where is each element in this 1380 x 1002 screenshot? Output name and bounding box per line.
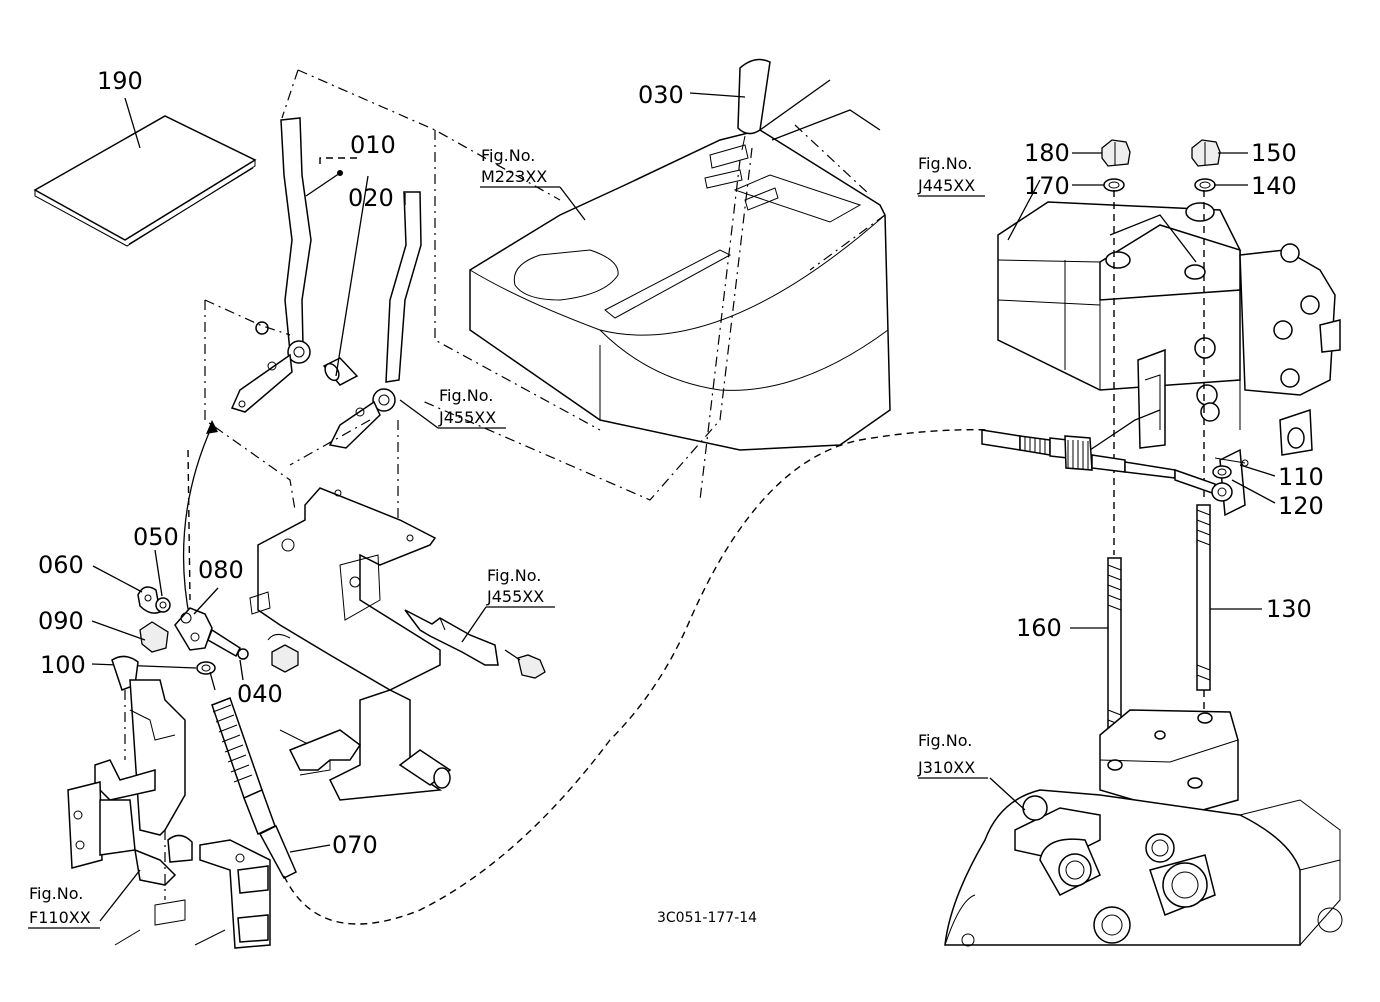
fig-prefix-j445: Fig.No. [918,154,972,173]
bracket-010 [319,157,358,164]
chain-line-5 [419,147,753,501]
guide-arrow [182,425,213,621]
part-label-130: 130 [1266,595,1312,623]
part-label-140: 140 [1251,172,1297,200]
leader-j445 [1007,179,1041,241]
part-label-190: 190 [97,67,143,95]
leader-060 [92,565,143,593]
chain-line-6 [794,124,871,196]
bolt [504,649,546,679]
frame-f110 [67,655,271,949]
leader-100 [91,663,197,669]
pin-040 [207,628,249,660]
part-label-170: 170 [1024,172,1070,200]
cylinder-pin [398,749,452,789]
bracket-nut [271,644,299,673]
leader-cable-bracket [1089,409,1161,451]
leader-070 [289,844,331,853]
lever-020 [328,191,422,449]
leader-190 [124,97,141,149]
leader-040 [239,659,244,681]
fig-prefix-j455-upper: Fig.No. [439,386,493,405]
chain-line-3 [434,130,601,431]
leader-120 [1231,479,1276,504]
part-label-020: 020 [348,184,394,212]
part-label-050: 050 [133,523,179,551]
part-label-040: 040 [237,680,283,708]
cable-run [283,429,991,925]
washer-120 [1212,465,1232,479]
nut-180 [1101,139,1131,167]
stud-160 [1107,557,1122,734]
part-label-120: 120 [1278,492,1324,520]
part-label-070: 070 [332,831,378,859]
leader-110 [1239,464,1276,477]
part-label-110: 110 [1278,463,1324,491]
stud-130 [1196,504,1211,691]
fig-ref-j455-lower: J455XX [486,587,544,606]
washer-170 [1103,178,1125,192]
cable-run-upper [187,449,191,601]
lever-010 [230,117,312,413]
fig-prefix-f110: Fig.No. [29,884,83,903]
pin-shaft [404,609,499,666]
guide-arrow-head [206,420,218,434]
nut-150 [1191,139,1221,167]
part-label-060: 060 [38,551,84,579]
leader-top-bolts [1109,214,1197,263]
part-label-100: 100 [40,651,86,679]
leader-f110 [99,869,141,922]
part-label-090: 090 [38,607,84,635]
leader-j455-lower [461,606,487,643]
part-label-160: 160 [1016,614,1062,642]
leader-j455-upper [399,399,439,429]
u-bracket [288,729,362,771]
manual-booklet [33,115,257,247]
fig-ref-m223: M223XX [481,167,547,186]
washer-100 [196,661,216,675]
cover-edge [771,109,881,141]
washer-140 [1194,178,1216,192]
leader-j310 [989,777,1026,811]
nut-090 [139,621,169,653]
diagram-code: 3C051-177-14 [657,910,757,926]
fig-prefix-j310: Fig.No. [918,731,972,750]
joint-080 [174,607,213,651]
chain-line-8 [204,300,296,511]
cable-070 [209,671,297,879]
leader-090 [91,620,146,641]
part-label-080: 080 [198,556,244,584]
bushing [322,357,359,386]
chain-line-2 [281,69,299,119]
cable-end [981,429,1233,502]
leader-080 [193,587,219,615]
part-label-150: 150 [1251,139,1297,167]
leader-050 [154,549,163,597]
fig-ref-j455-upper: J455XX [438,408,496,427]
chain-line-9 [204,299,291,336]
hydraulic-housing [944,709,1343,947]
leader-020 [335,175,369,377]
fig-ref-j310: J310XX [917,758,975,777]
fig-prefix-j455-lower: Fig.No. [487,566,541,585]
fig-ref-j445: J445XX [917,176,975,195]
knob-axis [759,79,831,131]
chain-line-1 [297,69,561,201]
leader-010-dot [337,170,343,176]
chain-line-7 [809,214,886,271]
leader-030 [689,92,746,98]
fig-ref-f110: F110XX [29,908,91,927]
chain-line-11 [289,419,371,466]
leader-m223 [559,186,586,221]
leader-010 [305,172,341,197]
fig-prefix-m223: Fig.No. [481,146,535,165]
washer-050 [155,597,171,613]
part-label-180: 180 [1024,139,1070,167]
part-label-030: 030 [638,81,684,109]
lever-washer [255,321,269,335]
part-label-010: 010 [350,131,396,159]
